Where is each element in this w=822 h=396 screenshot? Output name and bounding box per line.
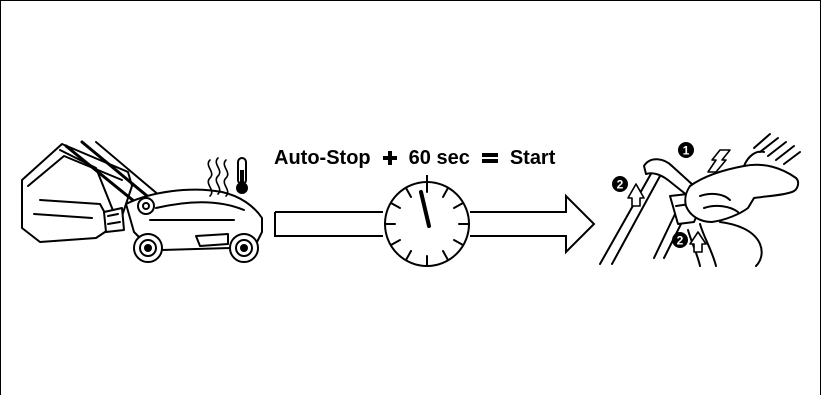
- flow-arrow: [275, 196, 594, 252]
- thermometer-icon: [236, 158, 248, 194]
- hand-on-handle-icon: [600, 134, 800, 266]
- restart-equation: Auto-Stop 60 sec Start: [274, 146, 555, 170]
- svg-text:1: 1: [683, 144, 690, 158]
- clock-dial-icon: [385, 175, 469, 266]
- heat-waves-icon: [208, 158, 227, 196]
- svg-text:2: 2: [677, 234, 684, 248]
- step-2-badge-lower: 2: [672, 232, 688, 248]
- auto-stop-label: Auto-Stop: [274, 146, 371, 169]
- start-label: Start: [509, 146, 556, 169]
- equals-sign: [481, 152, 498, 164]
- step-1-badge: 1: [678, 142, 694, 158]
- plus-sign: [382, 151, 397, 165]
- step-2-badge: 2: [612, 176, 628, 192]
- press-arrow-icon: [628, 150, 730, 252]
- svg-text:2: 2: [617, 178, 624, 192]
- delay-label: 60 sec: [408, 146, 470, 169]
- lawnmower-icon: [22, 142, 262, 262]
